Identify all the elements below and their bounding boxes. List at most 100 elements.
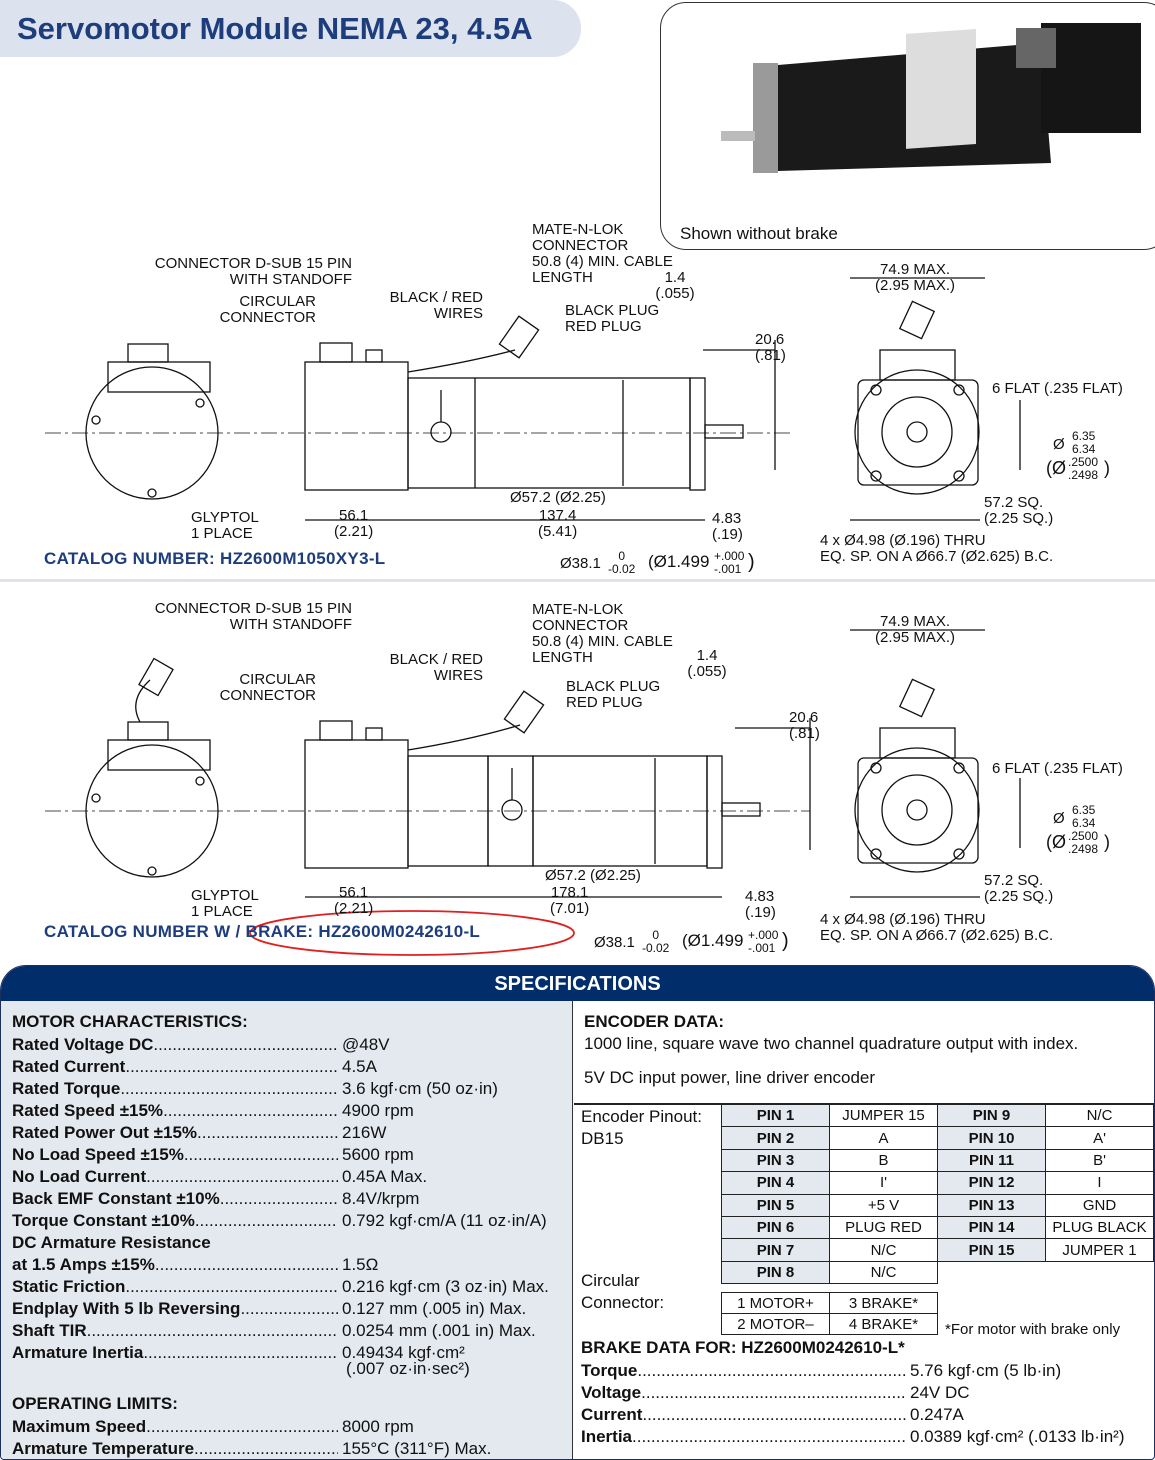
pilot-diameter: Ø38.1 0-0.02 (Ø1.499 +.000-.001 ) (560, 549, 755, 576)
spec-value: 0.49434 kgf·cm² (342, 1343, 465, 1362)
shaft (704, 424, 744, 439)
spec-value: 216W (342, 1123, 387, 1142)
circular-connector-table: 1 MOTOR+3 BRAKE*2 MOTOR–4 BRAKE* (721, 1292, 938, 1335)
circular-row: 2 MOTOR–4 BRAKE* (721, 1313, 938, 1335)
dim-20-6: 20.6(.81) (755, 331, 786, 364)
pin-number: PIN 8 (721, 1260, 830, 1285)
page-title: Servomotor Module NEMA 23, 4.5A (17, 11, 533, 46)
dim-length: 137.4(5.41) (538, 507, 578, 540)
spec-label: No Load Speed ±15%......................… (12, 1145, 338, 1164)
dimension-drawings (45, 277, 1021, 956)
spec-label: Maximum Speed...........................… (12, 1417, 338, 1436)
pin-signal: PLUG RED (829, 1215, 938, 1240)
spec-label: Torque Constant ±10%....................… (12, 1211, 338, 1230)
spec-label: Rated Speed ±15%........................… (12, 1101, 338, 1120)
circular-pin: 4 BRAKE* (829, 1313, 938, 1335)
inertia-line2: (.007 oz·in·sec²) (346, 1359, 470, 1378)
pin-signal: B (829, 1148, 938, 1173)
spec-label: Rated Voltage DC........................… (12, 1035, 338, 1054)
dim-4-83: 4.83(.19) (745, 888, 776, 921)
bottom-drawing (45, 629, 1021, 956)
spec-value: 0.127 mm (.005 in) Max. (342, 1299, 527, 1318)
pin-number: PIN 11 (937, 1148, 1046, 1173)
pin-number: PIN 5 (721, 1193, 830, 1217)
pin-signal: B' (1045, 1148, 1154, 1173)
pin-signal: N/C (1045, 1103, 1154, 1128)
spec-label: Rated Power Out ±15%....................… (12, 1123, 338, 1142)
spec-value: 0.45A Max. (342, 1167, 428, 1186)
dim-74-9: 74.9 MAX.(2.95 MAX.) (875, 261, 956, 294)
circular-pin: 2 MOTOR– (721, 1313, 830, 1335)
pin-signal: A (829, 1126, 938, 1150)
front-view-circle (85, 366, 219, 500)
dim-dia-57: Ø57.2 (Ø2.25) (510, 489, 606, 506)
encoder-line: 1000 line, square wave two channel quadr… (584, 1034, 1079, 1053)
motor-photo-illustration (721, 23, 1141, 173)
pinout-label: Encoder Pinout:DB15 (581, 1107, 702, 1148)
spec-value: 0.0389 kgf·cm² (.0133 lb·in²) (910, 1427, 1125, 1446)
motor-heading: MOTOR CHARACTERISTICS: (12, 1012, 248, 1031)
spec-label: Endplay With 5 lb Reversing.............… (12, 1299, 338, 1318)
section-divider (0, 579, 1155, 582)
dim-56-1: 56.1(2.21) (334, 884, 374, 917)
pin-number: PIN 4 (721, 1171, 830, 1195)
pilot-diameter: Ø38.1 0-0.02 (Ø1.499 +.000-.001 ) (594, 928, 789, 955)
specifications-header: SPECIFICATIONS (1, 966, 1154, 1001)
top-drawing (45, 277, 1021, 521)
dim-1-4: 1.4(.055) (655, 269, 695, 302)
pin-number: PIN 10 (937, 1126, 1046, 1150)
spec-value: 0.792 kgf·cm/A (11 oz·in/A) (342, 1211, 547, 1230)
dim-4-83: 4.83(.19) (712, 510, 743, 543)
spec-label: DC Armature Resistance (12, 1233, 211, 1252)
title-banner (0, 0, 581, 57)
specifications-panel: SPECIFICATIONS MOTOR CHARACTERISTICS: Ra… (0, 965, 1155, 1460)
spec-label: Armature Inertia........................… (12, 1343, 338, 1362)
pin-signal: JUMPER 15 (829, 1103, 938, 1128)
circular-pin: 3 BRAKE* (829, 1292, 938, 1314)
limits-heading: OPERATING LIMITS: (12, 1394, 178, 1413)
spec-value: @48V (342, 1035, 390, 1054)
spec-label: Current.................................… (581, 1405, 907, 1424)
spec-value: 155°C (311°F) Max. (342, 1439, 492, 1458)
pin-signal: N/C (829, 1238, 938, 1262)
spec-label: Rated Current...........................… (12, 1057, 338, 1076)
spec-value: 0.247A (910, 1405, 964, 1424)
dim-74-9: 74.9 MAX.(2.95 MAX.) (875, 613, 956, 646)
pin-signal: I (1045, 1171, 1154, 1195)
label-flat: 6 FLAT (.235 FLAT) (992, 760, 1123, 777)
spec-value: 8.4V/krpm (342, 1189, 420, 1208)
pin-signal: N/C (829, 1260, 938, 1285)
spec-label: Voltage.................................… (581, 1383, 907, 1402)
pin-number: PIN 1 (721, 1103, 830, 1128)
spec-label: Inertia.................................… (581, 1427, 907, 1446)
motor-characteristics: MOTOR CHARACTERISTICS: Rated Voltage DC.… (1, 1001, 573, 1459)
spec-label: at 1.5 Amps ±15%........................… (12, 1255, 338, 1274)
catalog-number: CATALOG NUMBER: HZ2600M1050XY3-L (44, 549, 386, 568)
brake-footnote: *For motor with brake only (945, 1321, 1121, 1338)
spec-value: 0.0254 mm (.001 in) Max. (342, 1321, 536, 1340)
pin-number: PIN 14 (937, 1215, 1046, 1240)
pin-number: PIN 12 (937, 1171, 1046, 1195)
spec-value: 0.216 kgf·cm (3 oz·in) Max. (342, 1277, 549, 1296)
pin-number: PIN 9 (937, 1103, 1046, 1128)
pin-number: PIN 6 (721, 1215, 830, 1240)
spec-label: Static Friction.........................… (12, 1277, 338, 1296)
dim-length: 178.1(7.01) (550, 884, 590, 917)
end-view-square (857, 379, 979, 486)
